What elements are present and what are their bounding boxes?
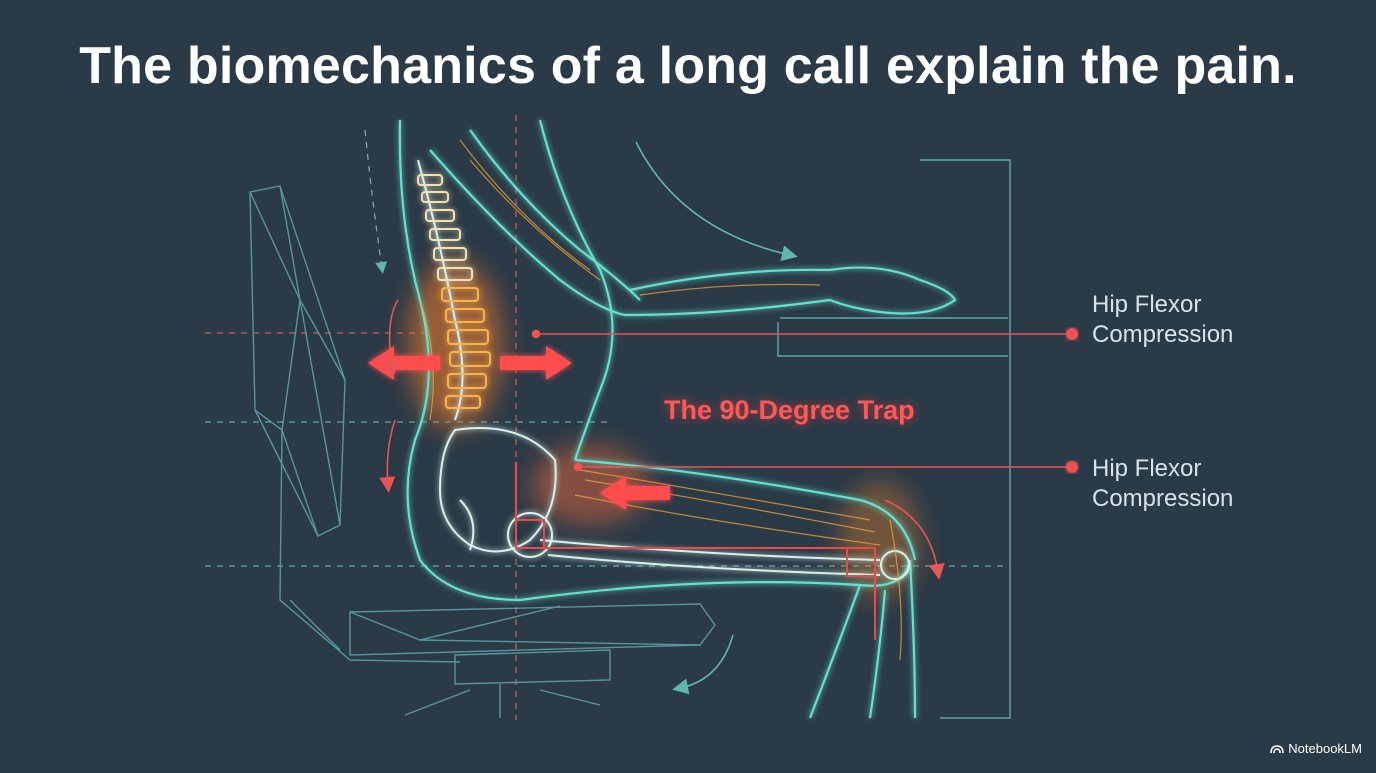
ninety-degree-markers [515,462,876,640]
ninety-degree-trap-label: The 90-Degree Trap [664,395,915,425]
femur [539,539,910,580]
callout-line: Compression [1092,485,1234,512]
callout-hip-flexor-lower: Hip Flexor Compression [1092,454,1233,514]
guide-lines [205,115,1010,720]
callout-line: Hip Flexor [1092,455,1202,482]
page-title: The biomechanics of a long call explain … [79,37,1297,95]
motion-arrows [379,141,945,695]
callout-leaders [531,328,1078,473]
notebooklm-logo-icon [1270,744,1285,753]
callout-line: Hip Flexor [1092,291,1202,318]
hip-compression-arrow [600,476,670,510]
brand-name: NotebookLM [1288,741,1362,756]
pelvis [438,427,557,558]
callout-hip-flexor-upper: Hip Flexor Compression [1092,290,1233,350]
spine [417,159,491,421]
notebooklm-watermark: NotebookLM [1270,741,1362,756]
callout-line: Compression [1092,321,1234,348]
body-outline [398,119,957,719]
office-chair [249,185,716,718]
desk-outline [777,159,1011,719]
